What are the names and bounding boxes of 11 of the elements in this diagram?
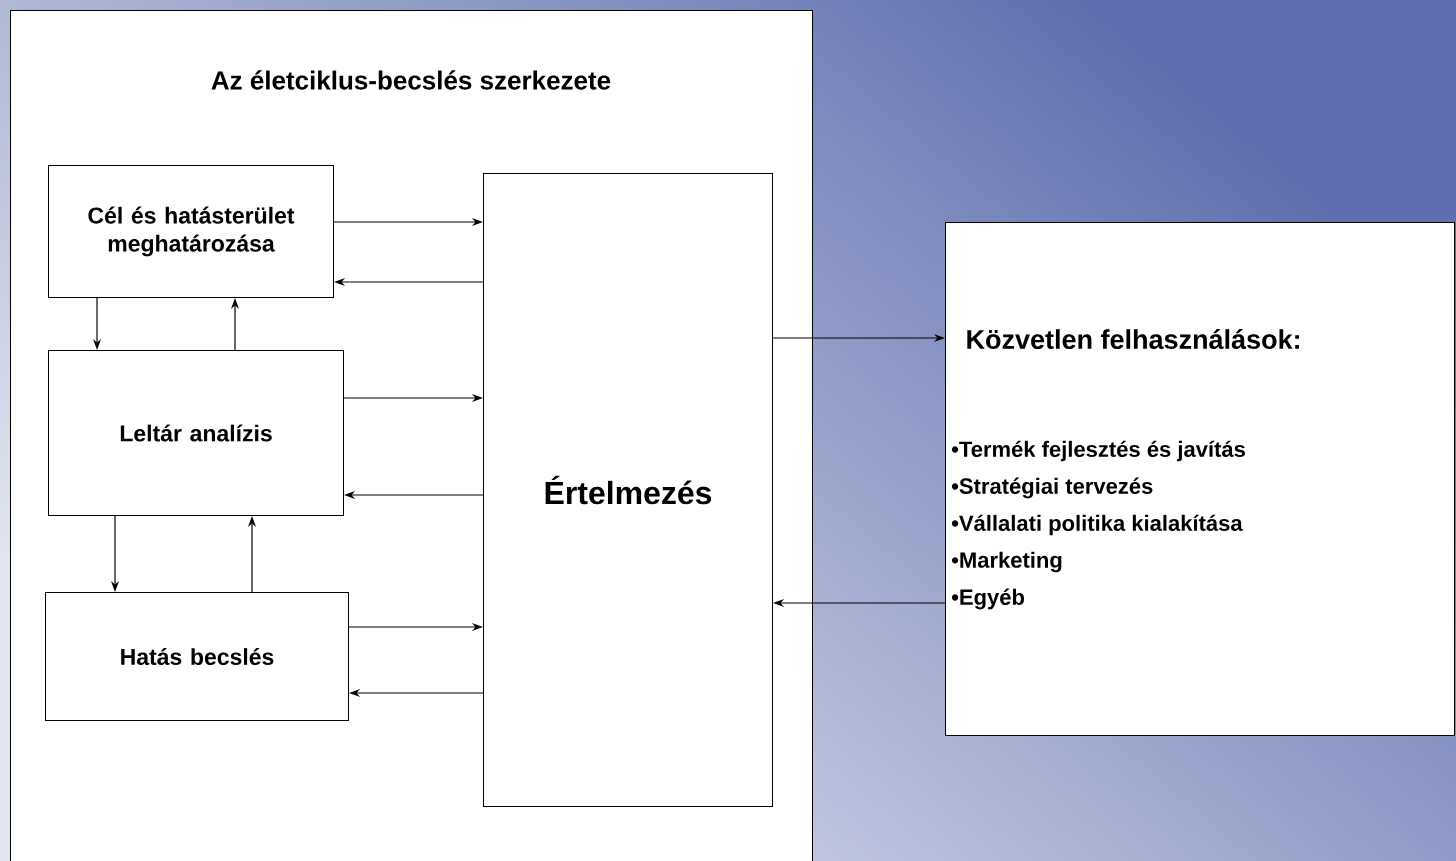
box-heading: Közvetlen felhasználások: [967, 328, 1299, 350]
interpretation-box: Értelmezés [483, 173, 773, 807]
process-box: Leltár analízis [48, 350, 344, 516]
list-item: •Stratégiai tervezés [951, 477, 1153, 499]
list-item: •Vállalati politika kialakítása [951, 514, 1243, 536]
process-box: Cél és hatásterület meghatározása [48, 165, 334, 298]
process-box: Hatás becslés [45, 592, 349, 721]
list-item: •Termék fejlesztés és javítás [951, 440, 1245, 462]
list-item: •Egyéb [951, 588, 1024, 610]
list-item: •Marketing [951, 551, 1062, 573]
panel-title: Az életciklus-becslés szerkezete [211, 70, 611, 90]
